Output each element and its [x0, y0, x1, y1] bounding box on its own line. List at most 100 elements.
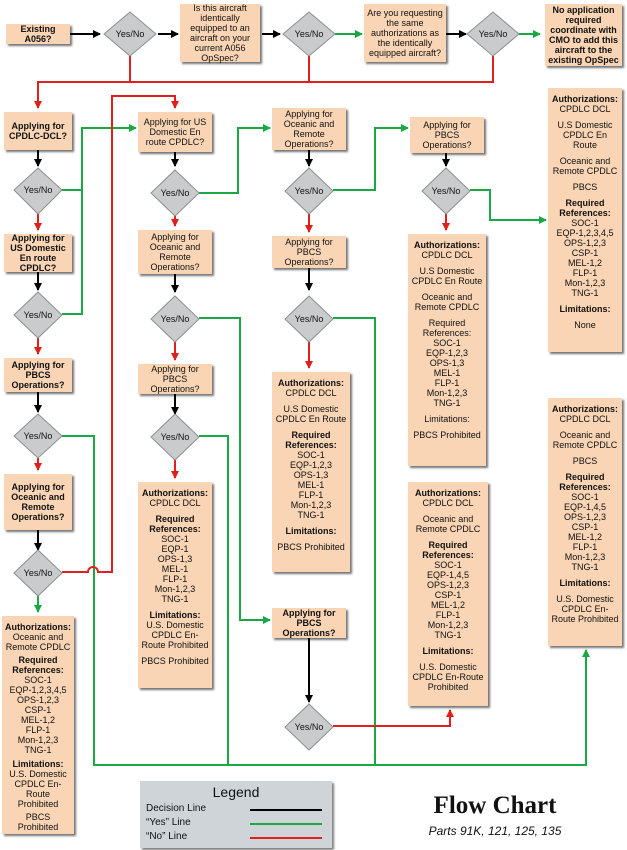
result-line: Limitations: — [424, 414, 470, 424]
result-line: U.S Domestic CPDLC En Route — [275, 404, 347, 424]
chart-subtitle: Parts 91K, 121, 125, 135 — [428, 824, 562, 838]
result-line: SOC-1 — [297, 450, 325, 460]
question-c3-oceanic: Applying for Oceanic and Remote Operatio… — [272, 108, 346, 150]
result-line: U.S Domestic CPDLC En Route — [557, 120, 613, 150]
question-c1-cpdlc-dcl: Applying for CPDLC-DCL? — [4, 112, 72, 150]
question-same-authorizations: Are you requesting the same authorizatio… — [364, 4, 446, 62]
result-line: Limitations: — [559, 304, 611, 314]
result-line: Authorizations: — [414, 240, 480, 250]
result-line: CSP-1 — [24, 705, 52, 716]
result-line: SOC-1 — [433, 338, 461, 348]
result-line: TNG-1 — [161, 594, 189, 604]
question-c2-pbcs: Applying for PBCS Operations? — [138, 364, 212, 394]
result-line: OPS-1,3 — [429, 358, 465, 368]
legend-yes-label: “Yes” Line — [146, 817, 191, 828]
result-line: FLP-1 — [162, 574, 188, 584]
result-line: MEL-1 — [433, 368, 461, 378]
question-c2-oceanic: Applying for Oceanic and Remote Operatio… — [138, 230, 212, 274]
result-line: Oceanic and Remote CPDLC — [414, 292, 480, 312]
decision-diamond-same-auth: Yes/No — [478, 29, 508, 39]
result-line: SOC-1 — [24, 675, 52, 686]
result-line: TNG-1 — [571, 288, 599, 298]
result-box-dcl-domestic-oceanic: Authorizations:CPDLC DCL U.S Domestic CPD… — [408, 234, 486, 466]
result-line: TNG-1 — [571, 562, 599, 572]
result-line: U.S. Domestic CPDLC En-Route Prohibited — [551, 594, 619, 624]
result-line: EQP-1,2,3 — [289, 460, 333, 470]
result-line: PBCS Prohibited — [141, 656, 209, 666]
result-line: PBCS — [572, 182, 598, 192]
result-line: OPS-1,2,3 — [16, 695, 60, 706]
result-line: PBCS Prohibited — [17, 811, 59, 832]
result-line: Authorizations: — [415, 488, 481, 498]
result-line: U.S. Domestic CPDLC En-Route Prohibited — [9, 768, 67, 809]
decision-diamond-a056: Yes/No — [115, 29, 145, 39]
result-line: Mon-1,2,3 — [426, 388, 468, 398]
result-line: Mon-1,2,3 — [564, 278, 606, 288]
result-line: Mon-1,2,3 — [154, 584, 196, 594]
chart-title: Flow Chart — [433, 792, 557, 819]
question-c1-us-domestic: Applying for US Domestic En route CPDLC? — [4, 233, 72, 273]
decision-diamond-c3-oceanic: Yes/No — [294, 186, 324, 196]
question-c4-pbcs: Applying for PBCS Operations? — [410, 117, 484, 153]
result-line: Mon-1,2,3 — [427, 620, 469, 630]
result-line: Oceanic and Remote CPDLC — [552, 156, 618, 176]
result-line: EQP-1,4,5 — [563, 502, 607, 512]
result-line: SOC-1 — [161, 534, 189, 544]
result-line: EQP-1,4,5 — [426, 570, 470, 580]
result-line: TNG-1 — [297, 510, 325, 520]
result-line: FLP-1 — [298, 490, 324, 500]
result-line: U.S. Domestic CPDLC En-Route Prohibited — [141, 620, 209, 650]
result-line: Required References: — [422, 540, 474, 560]
question-c1-pbcs: Applying for PBCS Operations? — [4, 358, 72, 392]
result-line: MEL-1,2 — [567, 258, 602, 268]
result-line: MEL-1,2 — [430, 600, 465, 610]
result-line: Authorizations: — [142, 488, 208, 498]
result-line: U.S Domestic CPDLC En Route — [411, 266, 483, 286]
result-line: Limitations: — [12, 758, 64, 769]
result-line: OPS-1,3 — [293, 470, 329, 480]
result-line: Mon-1,2,3 — [17, 735, 59, 746]
decision-diamond-c1-dcl: Yes/No — [23, 185, 53, 195]
result-line: CPDLC DCL — [559, 104, 611, 114]
result-box-dcl-oceanic: Authorizations:CPDLC DCL Oceanic and Remo… — [408, 482, 488, 706]
result-box-dcl-oceanic-pbcs: Authorizations:CPDLC DCL Oceanic and Remo… — [548, 398, 622, 646]
decision-diamond-c1-domestic: Yes/No — [23, 310, 53, 320]
result-line: CSP-1 — [434, 590, 462, 600]
result-line: FLP-1 — [572, 542, 598, 552]
result-line: CPDLC DCL — [422, 498, 474, 508]
decision-diamond-c2-pbcs: Yes/No — [160, 432, 190, 442]
decision-diamond-c4-pbcs: Yes/No — [431, 186, 461, 196]
decision-diamond-c1-oceanic: Yes/No — [23, 568, 53, 578]
legend-no-line — [250, 837, 322, 839]
result-line: Oceanic and Remote CPDLC — [415, 514, 481, 534]
result-line: CPDLC DCL — [285, 388, 337, 398]
result-line: Required References: — [559, 472, 611, 492]
question-c1-oceanic: Applying for Oceanic and Remote Operatio… — [4, 474, 72, 530]
result-line: Required References: — [12, 655, 64, 676]
decision-diamond-c2-domestic: Yes/No — [160, 188, 190, 198]
result-line: MEL-1,2 — [567, 532, 602, 542]
result-line: CPDLC DCL — [559, 414, 611, 424]
result-line: Oceanic and Remote CPDLC — [552, 430, 618, 450]
result-line: MEL-1 — [161, 564, 189, 574]
result-line: CPDLC DCL — [421, 250, 473, 260]
result-line: FLP-1 — [25, 725, 51, 736]
result-line: Limitations: — [149, 610, 201, 620]
result-line: Required References: — [559, 198, 611, 218]
result-line: Limitations: — [285, 526, 337, 536]
question-c3-pbcs-bottom: Applying for PBCS Operations? — [272, 608, 346, 638]
decision-diamond-identical: Yes/No — [294, 29, 324, 39]
result-line: Required References: — [422, 318, 472, 338]
result-line: Authorizations: — [5, 622, 71, 632]
legend: Legend Decision Line “Yes” Line “No” Lin… — [140, 781, 332, 848]
result-line: CPDLC DCL — [149, 498, 201, 508]
result-line: FLP-1 — [435, 610, 461, 620]
result-line: Required References: — [285, 430, 337, 450]
decision-diamond-c3-pbcs: Yes/No — [294, 314, 324, 324]
result-line: OPS-1,2,3 — [563, 512, 607, 522]
result-line: Authorizations: — [552, 404, 618, 414]
result-line: Mon-1,2,3 — [290, 500, 332, 510]
result-line: FLP-1 — [434, 378, 460, 388]
